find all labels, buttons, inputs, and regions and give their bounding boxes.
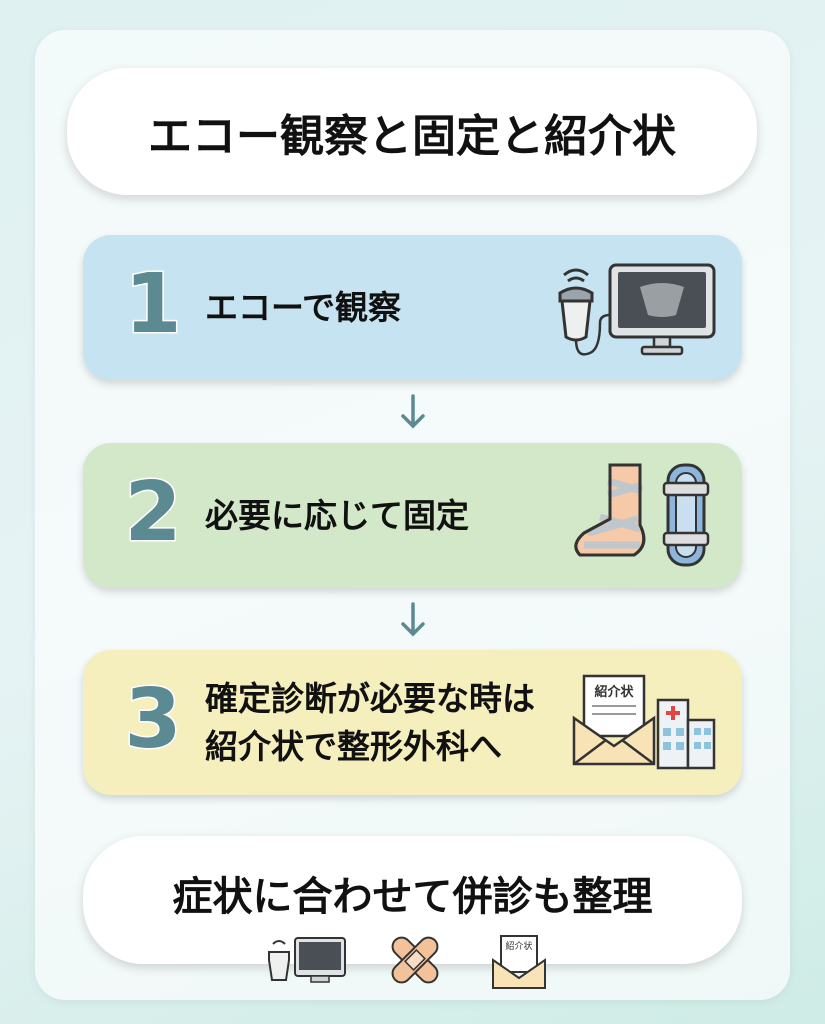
ultrasound-icon [268, 937, 346, 983]
summary-text: 症状に合わせて併診も整理 [172, 874, 653, 920]
step-2: 2 必要に応じて固定 [83, 443, 742, 588]
arrow-down-icon [401, 394, 425, 429]
bandage-icon [391, 936, 439, 984]
referral-letter-hospital-icon: 紹介状 [572, 674, 716, 770]
step-text-line-1: 確定診断が必要な時は [205, 678, 535, 718]
step-number: 3 [123, 671, 183, 769]
step-3: 3 確定診断が必要な時は 紹介状で整形外科へ 紹介状 [83, 650, 742, 795]
arrow-down-icon [401, 602, 425, 637]
step-text-line-2: 紹介状で整形外科へ [205, 726, 502, 766]
ankle-brace-icon [574, 463, 710, 567]
step-text: エコーで観察 [205, 287, 402, 327]
ultrasound-icon [558, 263, 716, 356]
letter-label: 紹介状 [594, 684, 634, 700]
step-number: 1 [123, 256, 183, 354]
page-title: エコー観察と固定と紹介状 [67, 68, 757, 195]
footer-icons: 紹介状 [268, 935, 546, 989]
step-1: 1 エコーで観察 [83, 235, 742, 380]
summary-banner: 症状に合わせて併診も整理 [83, 836, 742, 964]
referral-letter-icon: 紹介状 [492, 935, 546, 989]
step-text: 必要に応じて固定 [205, 495, 469, 535]
step-number: 2 [123, 464, 183, 562]
letter-label: 紹介状 [505, 940, 532, 952]
